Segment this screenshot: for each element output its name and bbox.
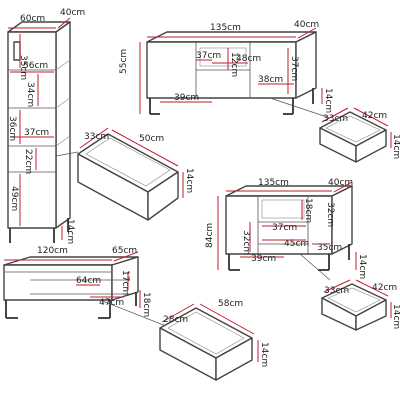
table-drawer: 28cm 58cm 14cm	[159, 299, 269, 381]
sideboard-tall-inner-height-label: 18cm	[303, 198, 313, 223]
tall-cabinet-inner-width-label: 37cm	[24, 128, 49, 138]
tall-cabinet: 60cm 40cm 56cm 35cm 34cm 36cm 37cm 22cm …	[7, 8, 85, 244]
sideboard-large-drawer: 33cm 42cm 14cm	[319, 107, 400, 163]
tall-sideboard-drawer-depth-label: 33cm	[324, 286, 349, 296]
tall-drawer-width-label: 50cm	[139, 134, 164, 144]
tall-sideboard-drawer-width-label: 42cm	[372, 283, 397, 293]
sideboard-large: 135cm 40cm 55cm 37cm 48cm 12cm 37cm 38cm…	[119, 20, 333, 119]
sideboard-large-right-width-label: 38cm	[258, 75, 283, 85]
large-drawer-width-label: 42cm	[362, 111, 387, 121]
sideboard-tall-right-height-label: 32cm	[325, 202, 335, 227]
sideboard-tall-inner-width-label: 37cm	[272, 223, 297, 233]
sideboard-tall-depth-label: 40cm	[328, 178, 353, 188]
table-drawer-width-label: 58cm	[218, 299, 243, 309]
tall-drawer-height-label: 14cm	[184, 168, 194, 193]
sideboard-large-width-label: 135cm	[210, 23, 241, 33]
coffee-table: 120cm 65cm 64cm 17cm 47cm 18cm	[3, 246, 167, 327]
tall-cabinet-h3-label: 36cm	[7, 116, 17, 141]
sideboard-large-leg-height-label: 14cm	[323, 88, 333, 113]
sideboard-large-bottom-width-label: 39cm	[174, 93, 199, 103]
table-drawer-height-label: 14cm	[259, 342, 269, 367]
tall-cabinet-h2-label: 34cm	[25, 82, 35, 107]
table-drawer-depth-label: 28cm	[163, 315, 188, 325]
large-drawer-depth-label: 33cm	[323, 114, 348, 124]
tall-cabinet-h4-label: 22cm	[23, 149, 33, 174]
tall-cabinet-shelf-width-label: 56cm	[23, 61, 48, 71]
sideboard-large-w1-label: 37cm	[196, 51, 221, 61]
sideboard-tall-drawer: 33cm 42cm 14cm	[321, 279, 400, 331]
tall-cabinet-depth-label: 40cm	[60, 8, 85, 18]
sideboard-tall-right-width-label: 35cm	[317, 243, 342, 253]
tall-cabinet-width-label: 60cm	[20, 14, 45, 24]
sideboard-tall-width-label: 135cm	[258, 178, 289, 188]
tall-cabinet-leg-height-label: 14cm	[65, 219, 75, 244]
sideboard-large-small-height-label: 12cm	[229, 52, 239, 77]
sideboard-tall-middle-width-label: 45cm	[284, 239, 309, 249]
sideboard-large-w2-label: 48cm	[236, 54, 261, 64]
tall-cabinet-drawer: 33cm 50cm 14cm	[77, 127, 194, 221]
sideboard-tall-leg-height-label: 14cm	[357, 254, 367, 279]
table-width-label: 120cm	[37, 246, 68, 256]
sideboard-large-depth-label: 40cm	[294, 20, 319, 30]
table-right-height-label: 17cm	[120, 270, 130, 295]
sideboard-large-height-label: 55cm	[119, 49, 129, 74]
sideboard-tall-height-label: 84cm	[205, 223, 215, 248]
table-bottom-width-label: 47cm	[99, 298, 124, 308]
table-depth-label: 65cm	[112, 246, 137, 256]
large-drawer-height-label: 14cm	[391, 134, 400, 159]
table-top-width-label: 64cm	[76, 276, 101, 286]
tall-sideboard-drawer-height-label: 14cm	[391, 304, 400, 329]
table-side-height-label: 18cm	[141, 292, 151, 317]
sideboard-tall-bottom-width-label: 39cm	[251, 254, 276, 264]
tall-cabinet-h5-label: 49cm	[9, 186, 19, 211]
tall-cabinet-h1-label: 35cm	[18, 55, 28, 80]
sideboard-tall-left-height-label: 32cm	[241, 230, 251, 255]
sideboard-large-right-height-label: 37cm	[289, 56, 299, 81]
sideboard-tall: 135cm 40cm 84cm 32cm 37cm 18cm 32cm 45cm…	[205, 178, 367, 281]
tall-drawer-depth-label: 33cm	[84, 132, 109, 142]
